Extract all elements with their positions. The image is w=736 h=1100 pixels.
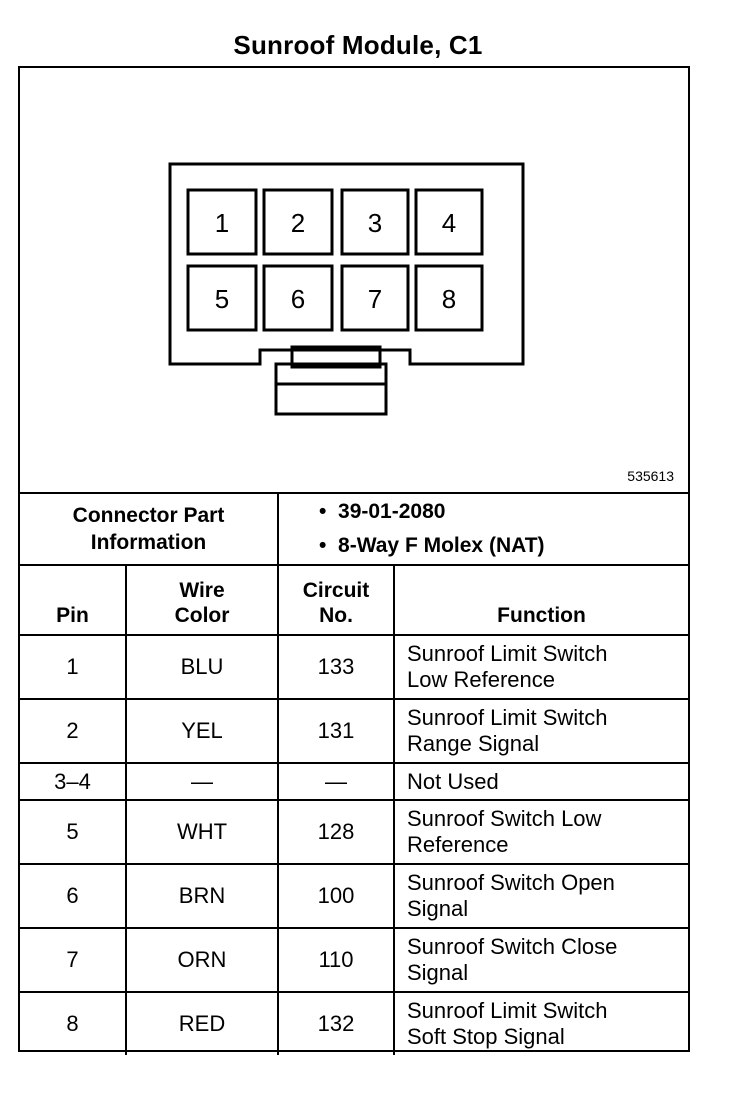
pin-cavity-8	[414, 264, 484, 332]
cell-wire-color: —	[125, 762, 279, 801]
cell-pin: 5	[20, 799, 127, 865]
pin-label-1: 1	[215, 208, 229, 238]
connector-latch	[274, 362, 388, 416]
header-pin: Pin	[20, 564, 127, 636]
page-title: Sunroof Module, C1	[233, 30, 483, 60]
pin-label-7: 7	[368, 284, 382, 314]
cell-circuit: 131	[277, 698, 395, 764]
part-info-label-line2: Information	[90, 531, 207, 554]
header-wire-color: Wire Color	[125, 564, 279, 636]
reference-number: 535613	[627, 468, 674, 484]
pin-cavity-1	[186, 188, 258, 256]
connector-face-svg: 1 2 3 4 5 6 7 8	[168, 162, 525, 416]
pin-cavity-5	[186, 264, 258, 332]
cell-circuit: —	[277, 762, 395, 801]
cell-pin: 6	[20, 863, 127, 929]
pin-row-bottom: 5 6 7 8	[186, 264, 484, 332]
cell-wire-color: BLU	[125, 634, 279, 700]
part-info-row: Connector Part Information • 39-01-2080 …	[20, 492, 689, 566]
connector-frame: 1 2 3 4 5 6 7 8 535613	[18, 66, 690, 1055]
header-function: Function	[392, 564, 689, 636]
cell-circuit: 110	[277, 927, 395, 993]
cell-circuit: 132	[277, 991, 395, 1055]
pin-label-3: 3	[368, 208, 382, 238]
part-number: 39-01-2080	[338, 500, 446, 523]
pin-label-8: 8	[442, 284, 456, 314]
part-info-list: • 39-01-2080 • 8-Way F Molex (NAT)	[276, 492, 689, 566]
part-info-label-line1: Connector Part	[72, 504, 225, 527]
cell-wire-color: BRN	[125, 863, 279, 929]
pinout-table: Connector Part Information • 39-01-2080 …	[20, 492, 689, 1055]
table-header-row: Pin Wire Color Circuit No. Function	[20, 564, 689, 636]
pin-label-2: 2	[291, 208, 305, 238]
pin-label-4: 4	[442, 208, 456, 238]
cell-wire-color: WHT	[125, 799, 279, 865]
connector-body	[168, 162, 525, 366]
cell-function: Not Used	[392, 762, 689, 801]
cell-pin: 2	[20, 698, 127, 764]
part-description: 8-Way F Molex (NAT)	[338, 534, 545, 557]
cell-circuit: 100	[277, 863, 395, 929]
pin-cavity-7	[340, 264, 410, 332]
cell-pin: 7	[20, 927, 127, 993]
pin-cavity-2	[262, 188, 334, 256]
header-circuit-no: Circuit No.	[277, 564, 395, 636]
cell-pin: 3–4	[20, 762, 127, 801]
connector-latch-inner	[290, 345, 382, 369]
cell-circuit: 128	[277, 799, 395, 865]
pin-cavity-3	[340, 188, 410, 256]
cell-wire-color: ORN	[125, 927, 279, 993]
pin-label-5: 5	[215, 284, 229, 314]
cell-pin: 1	[20, 634, 127, 700]
pin-cavity-6	[262, 264, 334, 332]
cell-circuit: 133	[277, 634, 395, 700]
connector-diagram: 1 2 3 4 5 6 7 8 535613	[20, 68, 688, 492]
cell-pin: 8	[20, 991, 127, 1055]
pin-row-top: 1 2 3 4	[186, 188, 484, 256]
table-row: 3–4 — — Not Used	[20, 762, 689, 801]
pin-cavity-4	[414, 188, 484, 256]
cell-wire-color: YEL	[125, 698, 279, 764]
part-info-item: • 39-01-2080	[319, 500, 446, 523]
part-info-label: Connector Part Information	[20, 492, 279, 566]
pin-label-6: 6	[291, 284, 305, 314]
part-info-item: • 8-Way F Molex (NAT)	[319, 534, 545, 557]
cell-wire-color: RED	[125, 991, 279, 1055]
